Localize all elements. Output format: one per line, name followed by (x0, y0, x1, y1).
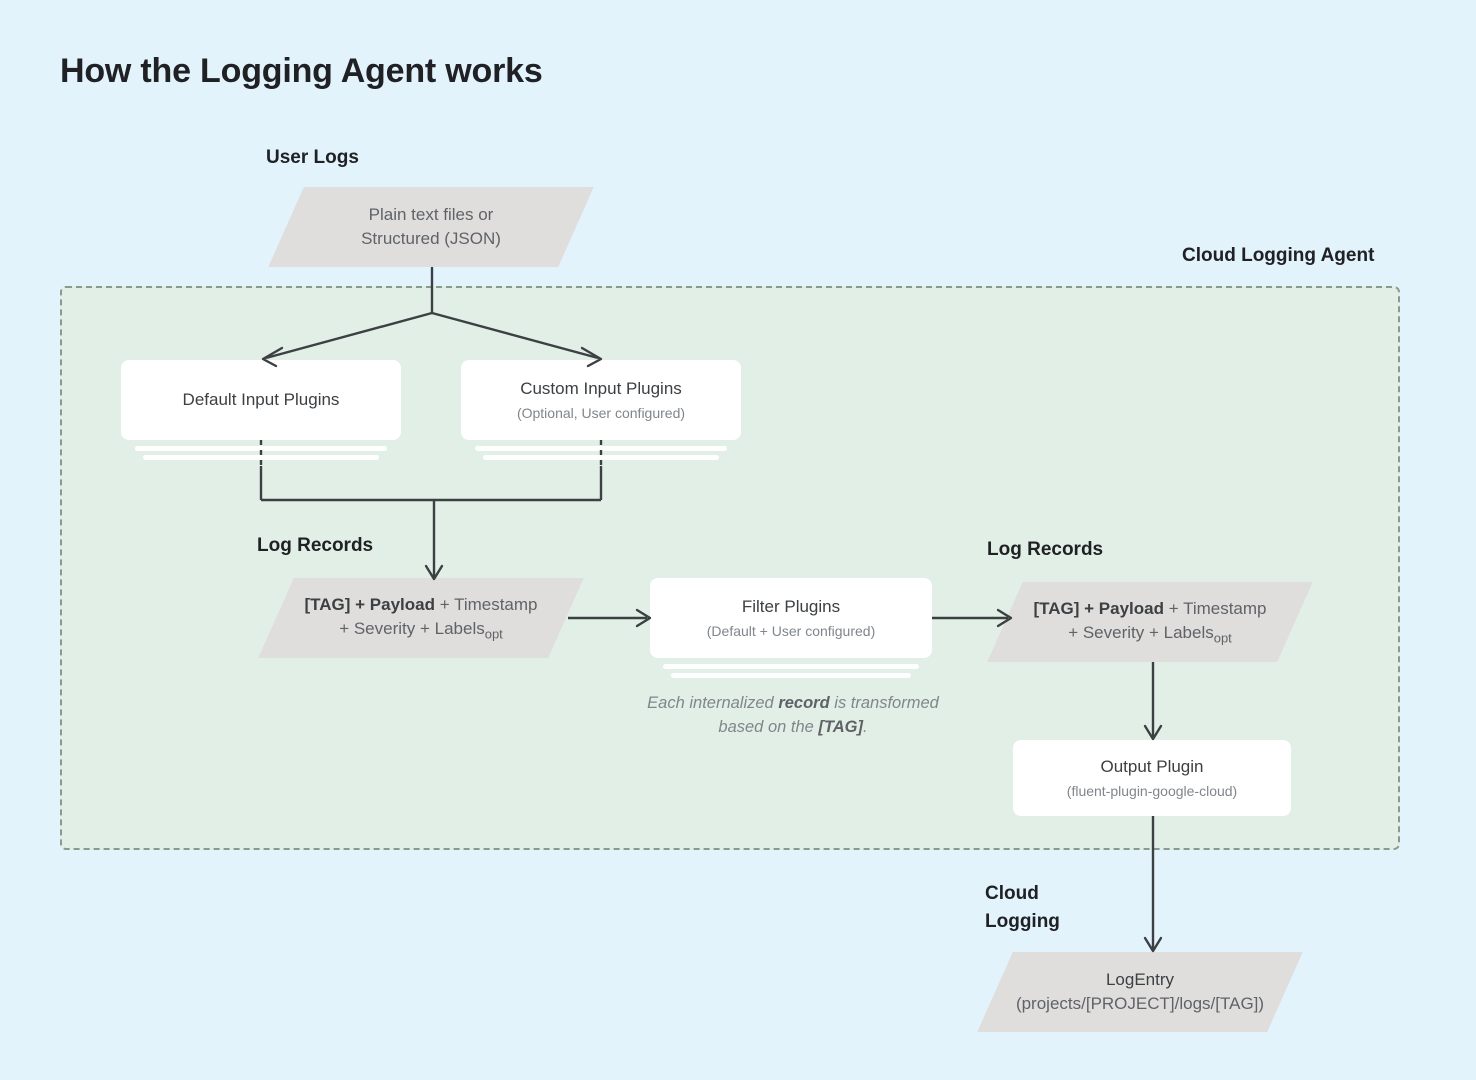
arrowhead-log-entry (1143, 936, 1163, 953)
custom-input-plugins-stack-line-1 (475, 446, 727, 451)
node-log-record-left-text: [TAG] + Payload + Timestamp + Severity +… (276, 578, 566, 658)
log-record-left-rest-2: + Severity + Labels (339, 618, 485, 638)
node-user-logs-source: Plain text files or Structured (JSON) (268, 187, 594, 267)
caption-line-1c: is (829, 694, 847, 712)
user-logs-line-2: Structured (JSON) (361, 229, 501, 248)
filter-plugins-stack-line-1 (663, 664, 919, 669)
log-record-left-rest-1: + Timestamp (435, 594, 538, 614)
filter-plugins-title: Filter Plugins (741, 596, 841, 616)
caption-record-transform: Each internalized record is transformed … (630, 692, 956, 740)
caption-line-2b: [TAG] (818, 717, 863, 736)
log-record-left-sub: opt (484, 626, 503, 642)
label-log-records-left: Log Records (257, 535, 374, 556)
page-title: How the Logging Agent works (60, 52, 543, 90)
node-log-entry-text: LogEntry (projects/[PROJECT]/logs/[TAG]) (995, 952, 1285, 1032)
node-custom-input-plugins[interactable]: Custom Input Plugins (Optional, User con… (461, 360, 741, 440)
label-user-logs: User Logs (266, 147, 359, 168)
log-entry-subtitle: (projects/[PROJECT]/logs/[TAG]) (1015, 994, 1265, 1013)
node-user-logs-source-text: Plain text files or Structured (JSON) (286, 187, 576, 267)
node-output-plugin[interactable]: Output Plugin (fluent-plugin-google-clou… (1013, 740, 1291, 816)
log-record-right-sub: opt (1213, 630, 1232, 646)
log-record-left-bold: [TAG] + Payload (304, 594, 435, 614)
filter-plugins-subtitle: (Default + User configured) (706, 622, 876, 639)
log-entry-title: LogEntry (1105, 969, 1175, 989)
log-record-right-rest-1: + Timestamp (1164, 598, 1267, 618)
log-record-right-rest-2: + Severity + Labels (1068, 622, 1214, 642)
filter-plugins-stack-line-2 (671, 673, 911, 678)
node-filter-plugins[interactable]: Filter Plugins (Default + User configure… (650, 578, 932, 658)
output-plugin-title: Output Plugin (1100, 756, 1204, 776)
node-log-record-right: [TAG] + Payload + Timestamp + Severity +… (987, 582, 1313, 662)
caption-line-1b: record (778, 694, 830, 712)
node-default-input-plugins[interactable]: Default Input Plugins (121, 360, 401, 440)
label-cloud-logging: Cloud Logging (985, 883, 1060, 932)
caption-line-2c: . (863, 717, 868, 736)
default-input-plugins-title: Default Input Plugins (182, 389, 340, 409)
label-log-records-right: Log Records (987, 539, 1104, 560)
custom-input-plugins-title: Custom Input Plugins (520, 378, 682, 398)
default-input-plugins-stack-line-1 (135, 446, 387, 451)
custom-input-plugins-stack-line-2 (483, 455, 719, 460)
caption-line-2a: transformed based on the (718, 694, 939, 736)
node-log-entry: LogEntry (projects/[PROJECT]/logs/[TAG]) (977, 952, 1303, 1032)
log-record-right-bold: [TAG] + Payload (1033, 598, 1164, 618)
label-cloud-logging-agent: Cloud Logging Agent (1182, 245, 1375, 266)
default-input-plugins-stack-line-2 (143, 455, 379, 460)
node-log-record-right-text: [TAG] + Payload + Timestamp + Severity +… (1005, 582, 1295, 662)
node-log-record-left: [TAG] + Payload + Timestamp + Severity +… (258, 578, 584, 658)
caption-line-1a: Each internalized (647, 694, 779, 712)
custom-input-plugins-subtitle: (Optional, User configured) (516, 404, 686, 421)
output-plugin-subtitle: (fluent-plugin-google-cloud) (1066, 782, 1238, 799)
user-logs-line-1: Plain text files or (368, 204, 494, 224)
